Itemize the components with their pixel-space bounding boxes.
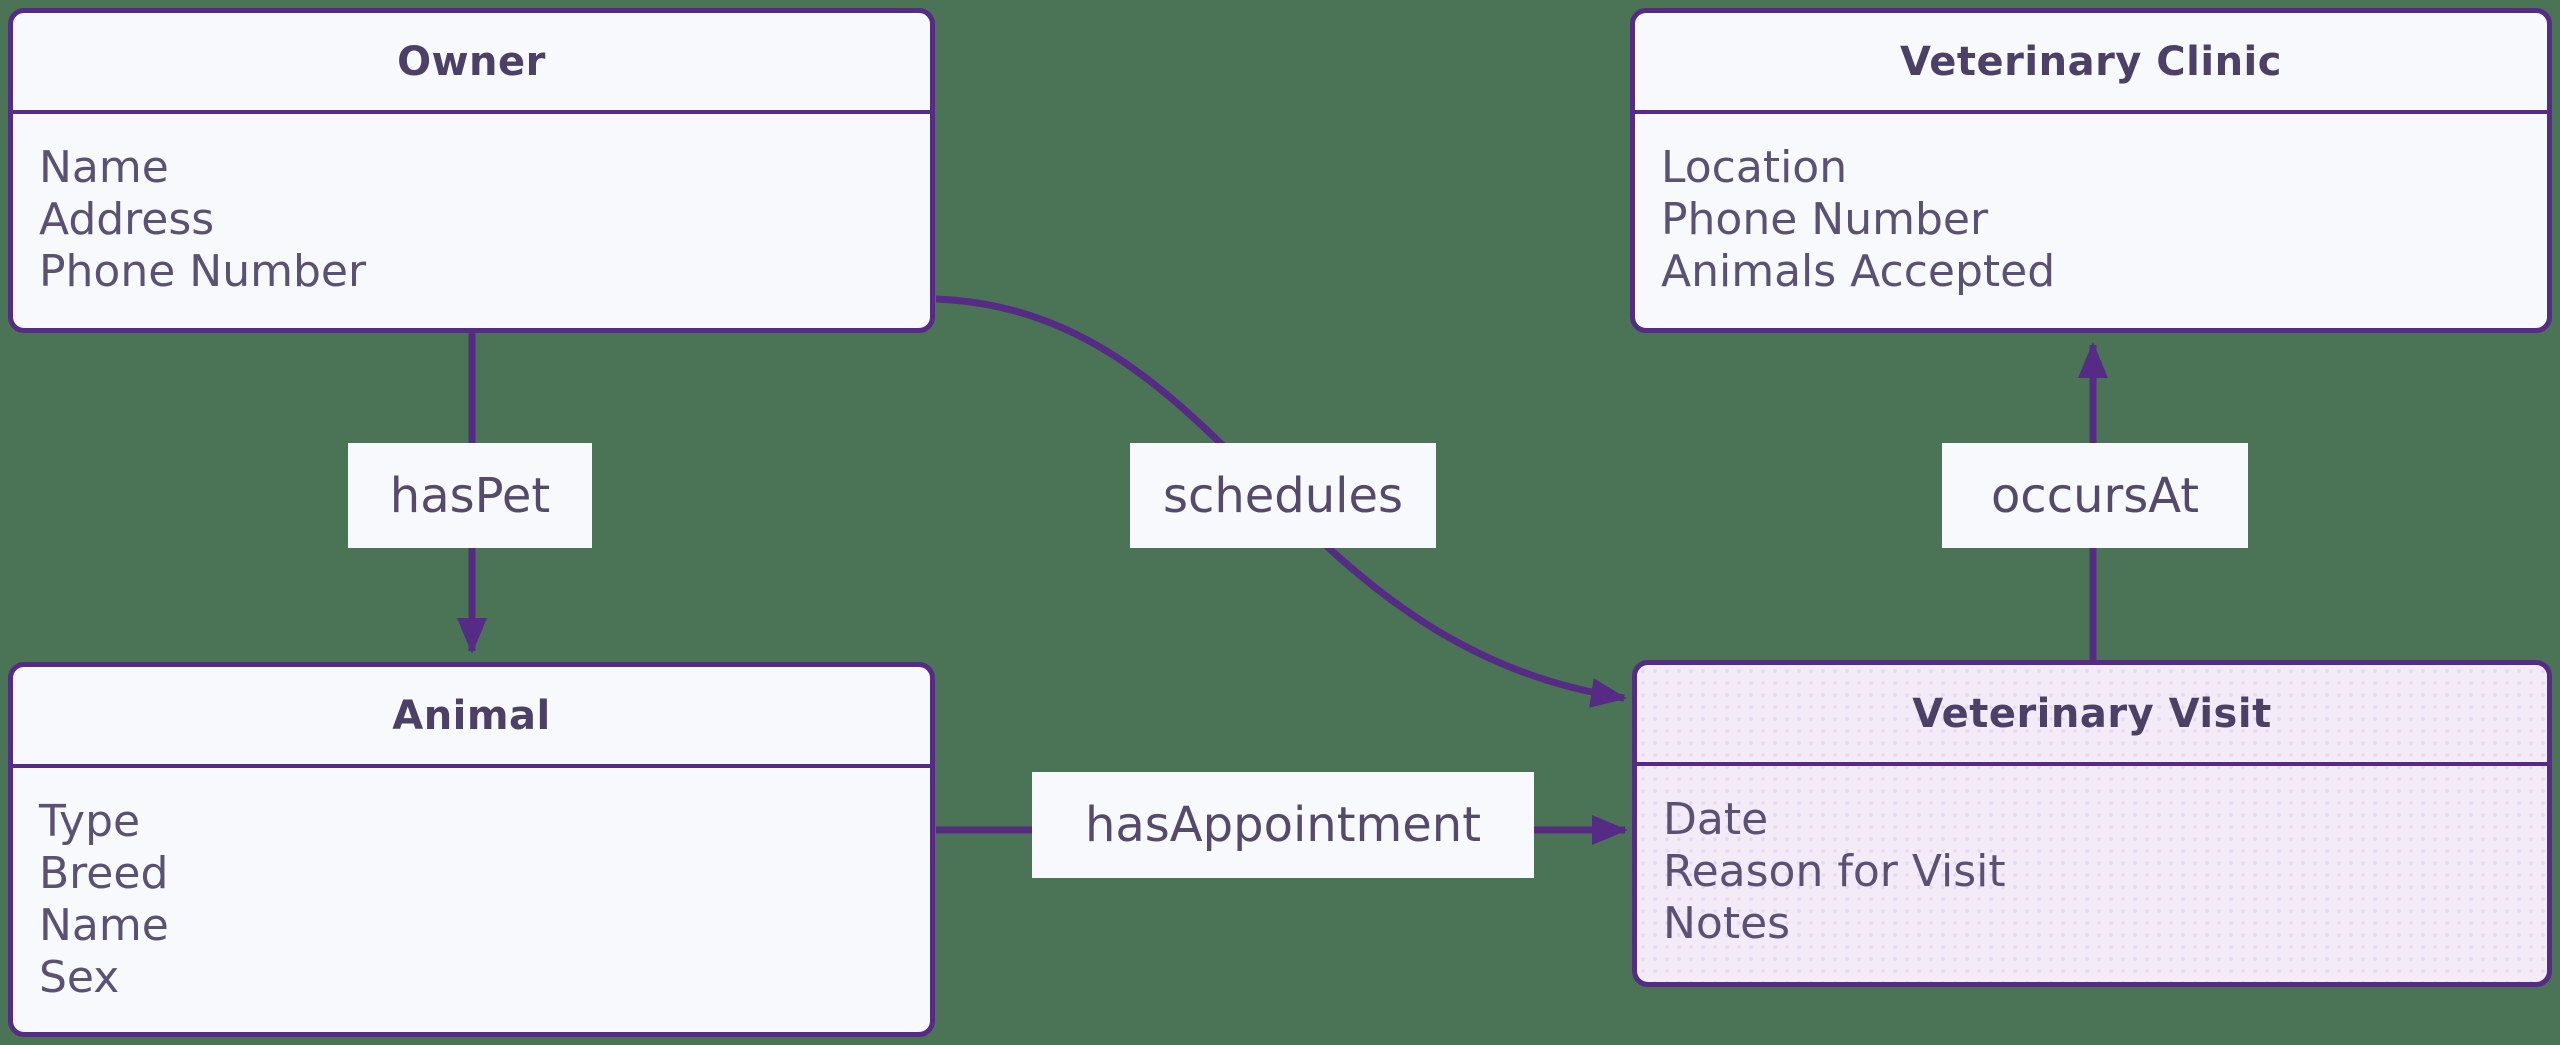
entity-attributes: Name Address Phone Number — [13, 114, 930, 298]
entity-attributes: Date Reason for Visit Notes — [1637, 766, 2547, 950]
attribute: Sex — [39, 952, 120, 1003]
attribute: Phone Number — [1661, 194, 1989, 245]
entity-owner: Owner Name Address Phone Number — [8, 8, 935, 333]
attribute: Notes — [1663, 898, 1791, 949]
entity-title: Veterinary Clinic — [1900, 38, 2282, 85]
attribute: Breed — [39, 848, 169, 899]
entity-title: Animal — [392, 692, 551, 739]
entity-animal: Animal Type Breed Name Sex — [8, 662, 935, 1037]
attribute: Reason for Visit — [1663, 846, 2006, 897]
entity-veterinary-visit: Veterinary Visit Date Reason for Visit N… — [1632, 660, 2552, 987]
entity-title: Owner — [397, 38, 546, 85]
entity-attributes: Type Breed Name Sex — [13, 768, 930, 1004]
entity-header: Animal — [13, 667, 930, 768]
entity-header: Veterinary Clinic — [1635, 13, 2547, 114]
relationship-label-schedules: schedules — [1130, 443, 1436, 548]
attribute: Type — [39, 796, 141, 847]
attribute: Name — [39, 142, 169, 193]
entity-attributes: Location Phone Number Animals Accepted — [1635, 114, 2547, 298]
attribute: Address — [39, 194, 215, 245]
attribute: Name — [39, 900, 169, 951]
entity-title: Veterinary Visit — [1912, 690, 2272, 737]
relationship-label-occursat: occursAt — [1942, 443, 2248, 548]
attribute: Animals Accepted — [1661, 246, 2056, 297]
entity-veterinary-clinic: Veterinary Clinic Location Phone Number … — [1630, 8, 2552, 333]
attribute: Date — [1663, 794, 1769, 845]
attribute: Phone Number — [39, 246, 367, 297]
relationship-label-haspet: hasPet — [348, 443, 592, 548]
attribute: Location — [1661, 142, 1848, 193]
entity-header: Veterinary Visit — [1637, 665, 2547, 766]
entity-header: Owner — [13, 13, 930, 114]
relationship-label-hasappointment: hasAppointment — [1032, 772, 1534, 878]
